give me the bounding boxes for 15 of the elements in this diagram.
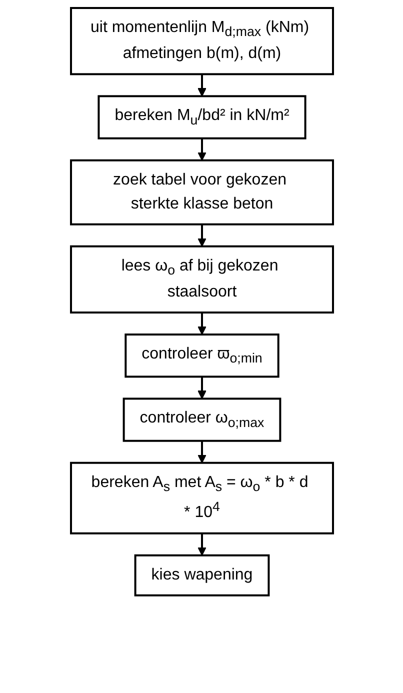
arrow xyxy=(197,312,206,335)
arrow xyxy=(197,74,206,97)
node-box: zoek tabel voor gekozen sterkte klasse beton xyxy=(70,159,334,226)
node-box: uit momentenlijn M$_{d;max}$ (kNm) afmetingen b(m), d(m) xyxy=(70,7,334,76)
node-box: kies wapening xyxy=(134,554,270,596)
node-box: bereken A$_{s}$ met A$_{s}$ = ω$_{o}$ * b * d * 10$^{4}$ xyxy=(70,462,334,534)
node-box: controleer ω$_{o;max}$ xyxy=(122,398,281,442)
arrow xyxy=(197,224,206,247)
node-box: controleer ϖ$_{o;min}$ xyxy=(124,334,279,378)
node-box: lees ω$_{o}$ af bij gekozen staalsoort xyxy=(70,245,334,314)
arrow xyxy=(197,376,206,400)
node-box: bereken M$_{u}$/bd² in kN/m² xyxy=(97,95,306,140)
arrow xyxy=(197,533,206,556)
arrow xyxy=(197,440,206,464)
arrow xyxy=(197,138,206,161)
